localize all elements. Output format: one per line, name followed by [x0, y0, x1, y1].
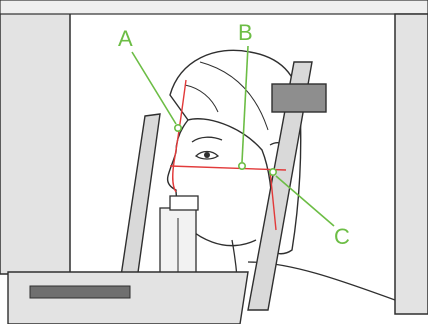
callout-point-a [175, 125, 181, 131]
patient-pupil [204, 152, 210, 158]
left-machine-panel [0, 0, 70, 274]
base-slot [30, 286, 130, 298]
patient-eyebrow [192, 137, 222, 142]
callout-point-c [270, 169, 276, 175]
right-machine-panel [395, 14, 428, 314]
bite-block [170, 196, 198, 210]
callout-leader-a [132, 52, 176, 124]
left-head-support [118, 114, 160, 296]
callout-label-c: C [334, 224, 350, 249]
right-support-clamp [272, 84, 326, 112]
callout-label-a: A [118, 26, 133, 51]
callout-point-b [239, 163, 245, 169]
callout-label-b: B [238, 20, 253, 45]
top-ceiling-panel [0, 0, 428, 14]
